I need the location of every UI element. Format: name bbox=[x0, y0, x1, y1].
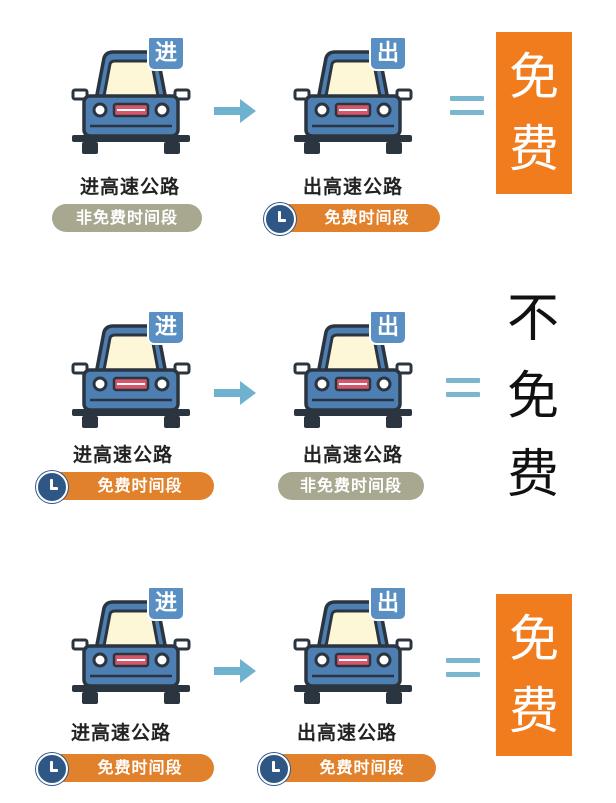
exit-badge: 出 bbox=[377, 315, 399, 340]
result-char: 费 bbox=[509, 682, 559, 740]
exit-car-icon: 出 bbox=[292, 38, 414, 156]
clock-icon bbox=[36, 753, 68, 785]
entry-badge: 进 bbox=[155, 315, 177, 340]
exit-car-icon: 出 bbox=[292, 588, 414, 706]
exit-badge: 出 bbox=[377, 41, 399, 66]
result-free-box: 免 费 bbox=[496, 594, 572, 756]
result-free-box: 免 费 bbox=[496, 32, 572, 194]
clock-icon bbox=[264, 203, 296, 235]
result-char: 费 bbox=[509, 120, 559, 178]
entry-car-icon: 进 bbox=[70, 38, 192, 156]
scenario-row-2: 进 进高速公路 免费时间段 出 出高速公路 非免费时间段 不 免 费 bbox=[0, 270, 616, 530]
entry-caption: 进高速公路 bbox=[70, 722, 171, 744]
clock-icon bbox=[258, 753, 290, 785]
exit-period-badge: 免费时间段 bbox=[276, 204, 440, 232]
entry-car-icon: 进 bbox=[70, 312, 192, 430]
scenario-row-3: 进 进高速公路 免费时间段 出 出高速公路 免费时间段 免 费 bbox=[0, 540, 616, 800]
result-char: 免 bbox=[506, 367, 559, 427]
right-arrow-icon bbox=[214, 99, 256, 123]
entry-car-icon: 进 bbox=[70, 588, 192, 706]
exit-period-badge: 免费时间段 bbox=[270, 754, 436, 782]
equals-sign bbox=[446, 378, 480, 398]
result-char: 不 bbox=[506, 289, 559, 349]
entry-period-badge: 免费时间段 bbox=[48, 754, 214, 782]
clock-icon bbox=[36, 471, 68, 503]
exit-car-icon: 出 bbox=[292, 312, 414, 430]
entry-period-badge: 免费时间段 bbox=[48, 472, 214, 500]
exit-badge: 出 bbox=[377, 591, 399, 616]
equals-sign bbox=[450, 96, 484, 116]
entry-caption: 进高速公路 bbox=[72, 444, 173, 466]
exit-caption: 出高速公路 bbox=[302, 444, 403, 466]
right-arrow-icon bbox=[214, 659, 256, 683]
entry-badge: 进 bbox=[155, 41, 177, 66]
result-char: 免 bbox=[509, 610, 559, 668]
scenario-row-1: 进 进高速公路 非免费时间段 出 出高速公路 免费时间段 免 费 bbox=[0, 0, 616, 260]
entry-caption: 进高速公路 bbox=[79, 176, 180, 198]
right-arrow-icon bbox=[214, 381, 256, 405]
entry-badge: 进 bbox=[155, 591, 177, 616]
exit-caption: 出高速公路 bbox=[302, 176, 403, 198]
exit-period-badge: 非免费时间段 bbox=[278, 472, 424, 500]
result-char: 费 bbox=[506, 445, 559, 505]
result-not-free: 不 免 费 bbox=[503, 280, 563, 514]
exit-caption: 出高速公路 bbox=[296, 722, 397, 744]
result-char: 免 bbox=[509, 48, 559, 106]
equals-sign bbox=[446, 658, 480, 678]
entry-period-badge: 非免费时间段 bbox=[52, 204, 202, 232]
